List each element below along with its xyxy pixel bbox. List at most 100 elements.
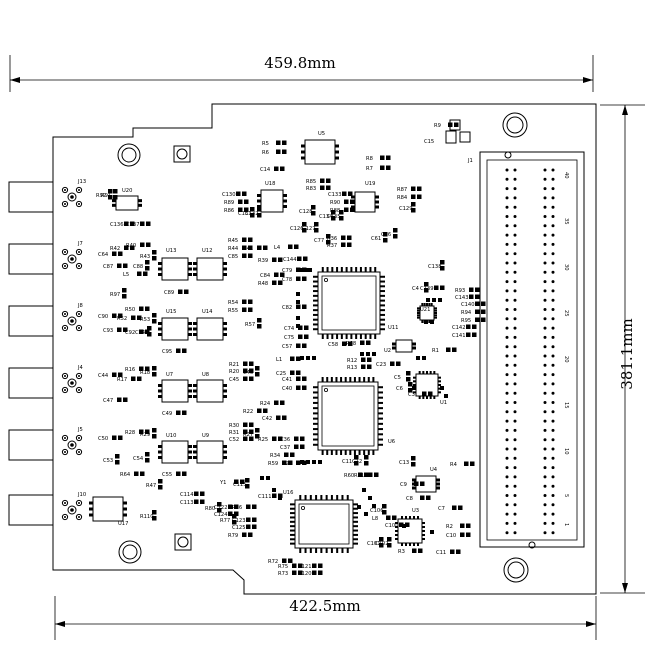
component-label-c129: C129: [399, 206, 413, 212]
component-label-c135: C135: [327, 214, 341, 220]
smd-pad: [300, 356, 304, 360]
component-label-r97: R97: [110, 292, 120, 298]
smd-pad-pair: [112, 372, 123, 377]
smd-pad-pair: [399, 522, 410, 527]
component-label-c127: C127: [302, 226, 316, 232]
smd-pad-pair: [312, 570, 323, 575]
smd-pad-pair: [124, 245, 135, 250]
smd-pad-pair: [380, 165, 391, 170]
dimension-bottom-label: 422.5mm: [289, 597, 360, 615]
connector-label: J10: [77, 492, 86, 498]
component-label-c125: C125: [232, 525, 246, 531]
component-label-c61: C61: [371, 236, 381, 242]
ic-label: U8: [202, 372, 209, 378]
smd-pad-pair: [292, 563, 303, 568]
smd-pad-pair: [140, 221, 151, 226]
smd-pad-pair: [137, 271, 148, 276]
connector-label: J7: [77, 241, 83, 247]
component-label-c95: C95: [162, 349, 172, 355]
smd-pad-pair: [342, 341, 353, 346]
component-label-c120: C120: [298, 571, 312, 577]
smd-pad-pair: [272, 493, 283, 498]
component-label-r60: R60: [344, 473, 354, 479]
component-label-r30: R30: [229, 423, 239, 429]
ic-u15: U15: [158, 309, 192, 341]
component-label-r18: R18: [140, 370, 150, 376]
smd-pad-pair: [460, 523, 471, 528]
ic-label: U10: [166, 433, 176, 439]
component-label-c42: C42: [262, 416, 272, 422]
smd-pad-pair: [257, 408, 268, 413]
smd-pad: [272, 488, 276, 492]
smd-pad: [304, 268, 308, 272]
component-label-r68: R68: [346, 341, 356, 347]
smd-pad: [430, 320, 434, 324]
ic-label: U14: [202, 309, 213, 315]
smd-pad-pair: [115, 454, 120, 465]
smd-pad-pair: [152, 313, 157, 324]
component-label-r50: R50: [125, 307, 135, 313]
smd-pad-pair: [339, 210, 344, 221]
component-label-r31: R31: [229, 430, 239, 436]
smd-pad-pair: [406, 371, 411, 382]
header-pin-number: 5: [563, 494, 569, 497]
component-label-c133: C133: [328, 192, 342, 198]
smd-pad-pair: [284, 452, 295, 457]
component-label-c113: C113: [180, 500, 194, 506]
smd-pad-pair: [368, 472, 379, 477]
smd-pad-pair: [228, 511, 239, 516]
smd-pad-pair: [302, 222, 307, 233]
ic-label: U2: [384, 348, 391, 354]
smd-pad-pair: [344, 199, 355, 204]
component-label-r84: R84: [397, 195, 408, 201]
smd-pad-pair: [292, 570, 303, 575]
smd-pad-pair: [272, 280, 283, 285]
component-label-r93: R93: [455, 288, 465, 294]
smd-pad-pair: [117, 397, 128, 402]
smd-pad: [312, 356, 316, 360]
smd-pad-pair: [390, 361, 401, 366]
smd-pad-pair: [158, 479, 163, 490]
component-label-r47: R47: [146, 483, 156, 489]
component-label-c143: C143: [455, 295, 469, 301]
smd-pad-pair: [282, 460, 293, 465]
component-label-c115: C115: [233, 482, 247, 488]
component-label-l4: L4: [274, 245, 281, 251]
component-label-y1: Y1: [219, 480, 226, 486]
smd-pad-pair: [475, 301, 486, 306]
component-label-r37: R37: [327, 243, 337, 249]
dimension-top-label: 459.8mm: [264, 54, 335, 72]
component-label-r3: R3: [398, 549, 405, 555]
component-label-r61: R61: [354, 473, 364, 479]
passive-components: [108, 119, 486, 575]
smd-pad: [306, 460, 310, 464]
smd-pad-pair: [298, 325, 309, 330]
smd-pad-pair: [475, 309, 486, 314]
component-label-c132: C132: [245, 211, 259, 217]
component-label-c100: C100: [385, 523, 399, 529]
component-label-r40: R40: [126, 243, 136, 249]
smd-pad-pair: [242, 253, 253, 258]
component-label-c11: C11: [436, 550, 446, 556]
component-label-c126: C126: [290, 226, 304, 232]
smd-pad: [296, 316, 300, 320]
connector-j7: J7: [8, 241, 83, 275]
smd-pad-pair: [383, 232, 388, 243]
smd-pad-pair: [464, 461, 475, 466]
smd-pad-pair: [341, 242, 352, 247]
smd-pad-pair: [234, 479, 245, 484]
component-label-r94: R94: [461, 310, 472, 316]
smd-pad: [357, 505, 361, 509]
component-label-c52: C52: [229, 437, 239, 443]
smd-pad-pair: [242, 307, 253, 312]
smd-pad-pair: [422, 391, 433, 396]
smd-pad-pair: [255, 428, 260, 439]
component-label-c26: C26: [282, 461, 292, 467]
smd-pad-pair: [361, 357, 372, 362]
smd-pad-pair: [117, 327, 128, 332]
smd-pad-pair: [176, 348, 187, 353]
ic-u17: U17: [89, 496, 128, 527]
smd-pad-pair: [320, 178, 331, 183]
smd-pad-pair: [112, 251, 123, 256]
component-label-c142: C142: [452, 325, 466, 331]
